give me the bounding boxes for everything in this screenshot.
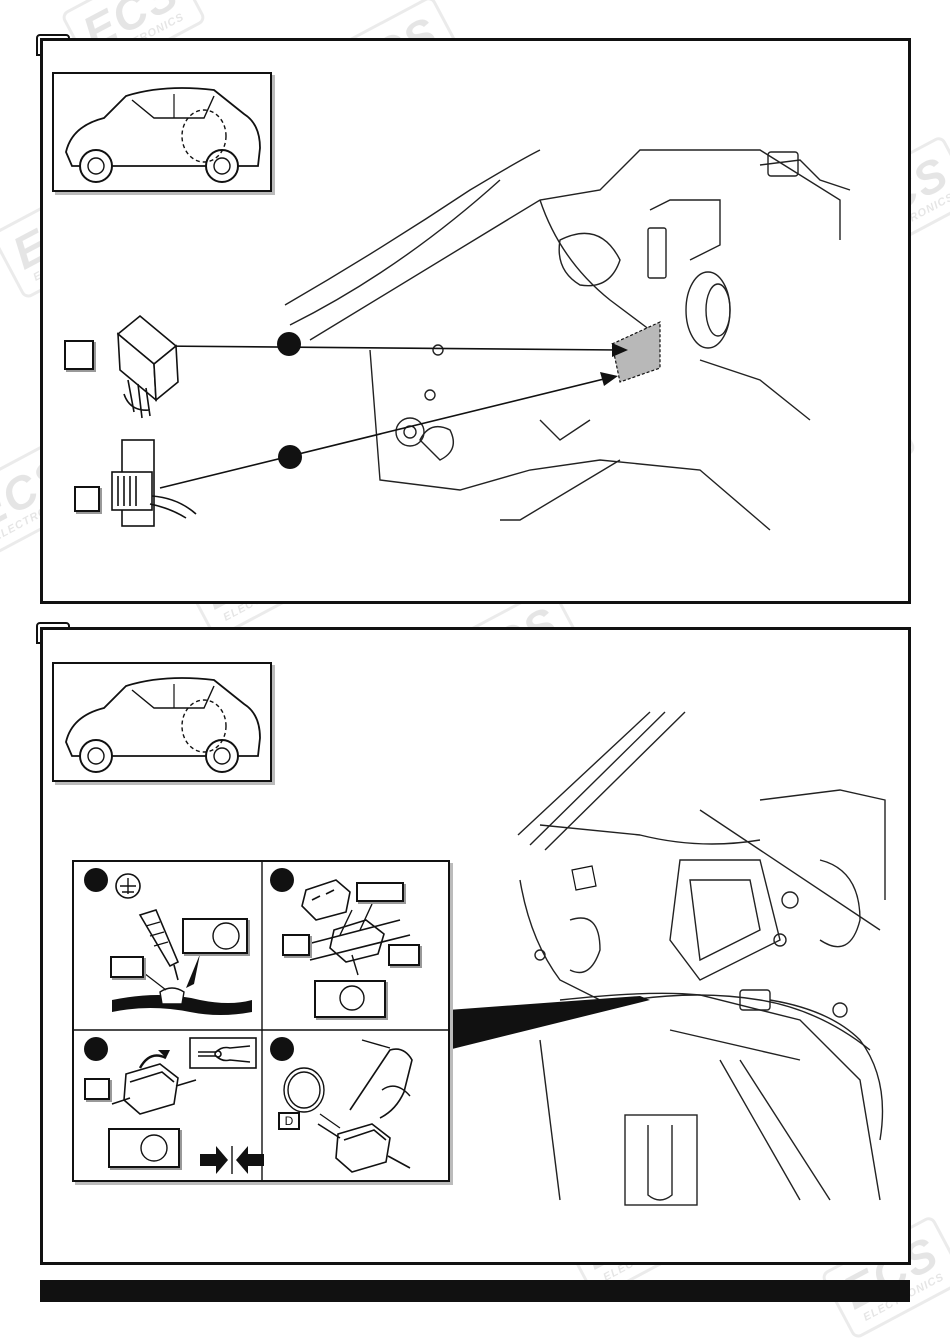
wire-coil-icon [284, 1068, 324, 1112]
sub-step-4-wire-label-text: D [285, 1114, 294, 1128]
footer-bar [40, 1280, 910, 1302]
sub-step-4-wire-label: D [278, 1112, 300, 1130]
